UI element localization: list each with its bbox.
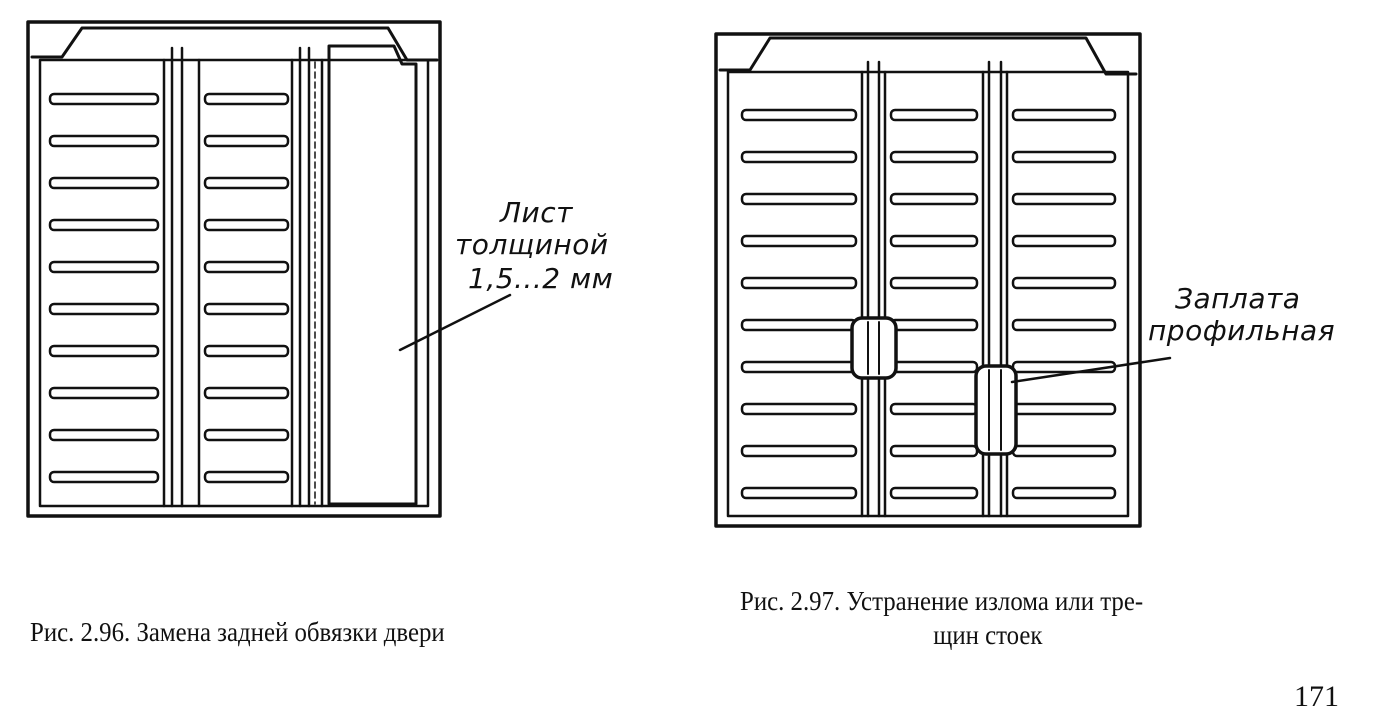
caption-line-2: щин стоек: [933, 620, 1043, 650]
door-drawing-right: [714, 32, 1172, 528]
door-drawing-left: [26, 20, 512, 518]
page-number: 171: [1294, 680, 1339, 713]
callout-patch: Заплата профильная: [1148, 282, 1335, 347]
ribs-left: [48, 92, 290, 484]
ribs-right: [740, 108, 1117, 500]
leader-line-left: [398, 293, 512, 352]
patch-upper: [850, 316, 898, 380]
patch-lower: [974, 364, 1018, 456]
figure-caption-2-97: Рис. 2.97. Устранение излома или тре- щи…: [740, 584, 1310, 652]
figure-caption-2-96: Рис. 2.96. Замена задней обвязки двери: [30, 617, 445, 647]
leader-line-right: [1010, 356, 1172, 384]
callout-sheet: Лист толщиной 1,5...2 мм: [455, 196, 618, 295]
caption-line-1: Рис. 2.97. Устранение излома или тре-: [740, 586, 1144, 616]
